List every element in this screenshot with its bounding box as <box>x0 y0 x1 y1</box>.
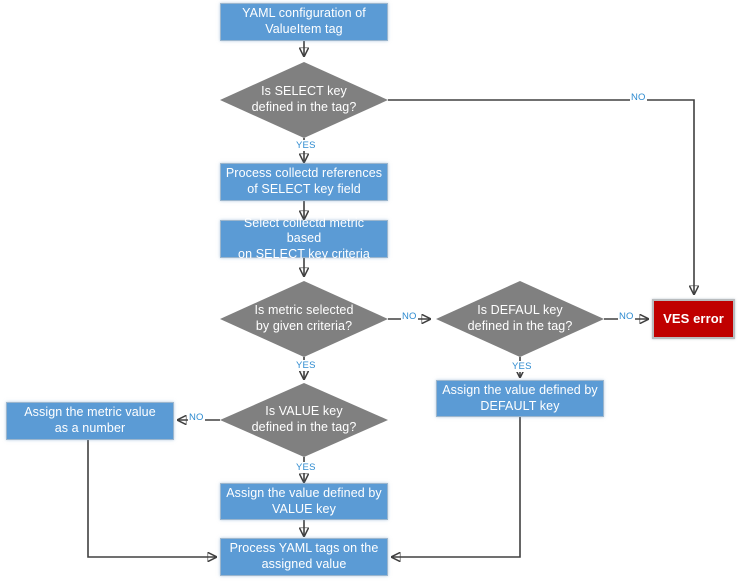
node-assign-default-value: Assign the value defined by DEFAULT key <box>436 380 604 417</box>
node-text-line1: Is DEFAUL key <box>477 303 563 318</box>
node-process-collectd-references: Process collectd references of SELECT ke… <box>220 163 388 201</box>
node-ves-error: VES error <box>652 299 735 339</box>
node-text-line1: Assign the metric value <box>24 405 156 420</box>
node-text-line2: defined in the tag? <box>251 100 357 114</box>
node-assign-metric-value-as-number-text: Assign the metric value as a number <box>24 405 156 436</box>
node-text-wrapper: Is DEFAUL key defined in the tag? <box>468 303 573 334</box>
node-text-line1: Is SELECT key <box>261 84 347 99</box>
node-text-line2: on SELECT key criteria <box>238 246 370 261</box>
node-text-line1: Select collectd metric based <box>243 215 365 246</box>
edge-label-default-yes: YES <box>511 361 533 372</box>
node-is-value-key-defined-text: Is VALUE key defined in the tag? <box>220 383 388 457</box>
node-text-line1: Assign the value defined by <box>442 382 598 397</box>
edge-label-select-yes: YES <box>295 140 317 151</box>
node-text-line1: YAML configuration of <box>242 6 366 21</box>
node-text-wrapper: Is metric selected by given criteria? <box>254 303 353 334</box>
node-is-metric-selected: Is metric selected by given criteria? <box>220 281 388 357</box>
edge-label-select-no: NO <box>630 92 647 103</box>
node-text-line2: of SELECT key field <box>247 182 361 196</box>
node-process-yaml-tags: Process YAML tags on the assigned value <box>220 538 388 576</box>
node-yaml-configuration-text: YAML configuration of ValueItem tag <box>242 6 366 37</box>
node-assign-metric-value-as-number: Assign the metric value as a number <box>6 402 174 440</box>
edge-label-value-no: NO <box>188 412 205 423</box>
node-assign-default-value-text: Assign the value defined by DEFAULT key <box>442 383 598 414</box>
node-text-line2: DEFAULT key <box>480 398 560 413</box>
node-is-default-key-defined: Is DEFAUL key defined in the tag? <box>436 281 604 357</box>
connector-assign-number-to-process-tags <box>87 440 216 557</box>
node-is-value-key-defined: Is VALUE key defined in the tag? <box>220 383 388 457</box>
node-text-line2: ValueItem tag <box>265 22 343 36</box>
node-text-line1: Process YAML tags on the <box>229 541 379 556</box>
edge-label-metric-yes: YES <box>295 360 317 371</box>
node-is-select-key-defined: Is SELECT key defined in the tag? <box>220 62 388 138</box>
node-text-line1: Process collectd references <box>225 166 383 181</box>
edge-label-default-no: NO <box>618 311 635 322</box>
node-yaml-configuration: YAML configuration of ValueItem tag <box>220 3 388 41</box>
node-process-yaml-tags-text: Process YAML tags on the assigned value <box>230 541 379 572</box>
node-ves-error-text: VES error <box>663 310 724 326</box>
node-select-collectd-metric: Select collectd metric based on SELECT k… <box>220 216 388 261</box>
node-text-wrapper: Is SELECT key defined in the tag? <box>252 84 357 115</box>
node-text-line2: VALUE key <box>272 501 336 516</box>
node-text-line2: as a number <box>54 421 126 435</box>
node-text-line2: defined in the tag? <box>251 420 357 434</box>
node-assign-value-key-text: Assign the value defined by VALUE key <box>226 486 382 517</box>
edge-label-metric-no: NO <box>401 311 418 322</box>
node-text-line2: by given criteria? <box>255 319 353 333</box>
node-is-select-key-defined-text: Is SELECT key defined in the tag? <box>220 62 388 138</box>
node-select-collectd-metric-text: Select collectd metric based on SELECT k… <box>225 216 383 263</box>
connector-select-no-to-error <box>388 99 694 294</box>
node-text-wrapper: Is VALUE key defined in the tag? <box>252 404 357 435</box>
node-text-line2: defined in the tag? <box>467 319 573 333</box>
node-is-metric-selected-text: Is metric selected by given criteria? <box>220 281 388 357</box>
node-text-line1: Is VALUE key <box>265 404 343 419</box>
node-text-line1: Is metric selected <box>254 303 354 318</box>
node-is-default-key-defined-text: Is DEFAUL key defined in the tag? <box>436 281 604 357</box>
node-text-line2: assigned value <box>261 557 347 571</box>
connector-assign-default-to-process-tags <box>392 417 521 557</box>
node-process-collectd-references-text: Process collectd references of SELECT ke… <box>226 166 382 197</box>
node-assign-value-key: Assign the value defined by VALUE key <box>220 483 388 520</box>
edge-label-value-yes: YES <box>295 462 317 473</box>
node-text-line1: Assign the value defined by <box>226 485 382 500</box>
